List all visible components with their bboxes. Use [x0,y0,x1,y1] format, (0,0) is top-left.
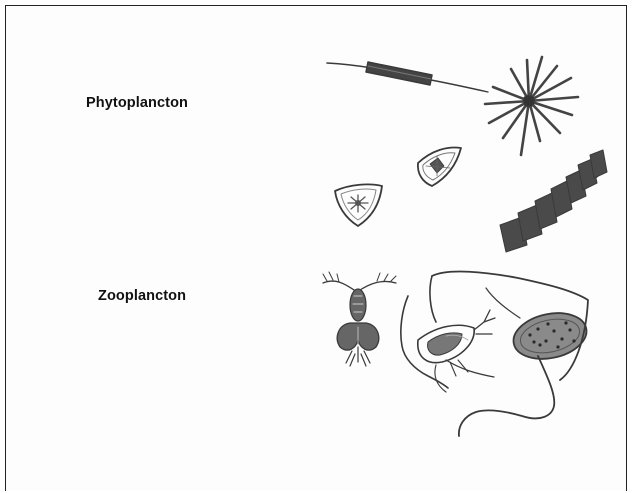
star-diatom-drawing [485,57,578,155]
chain-diatom-drawing [500,150,607,252]
larva-drawing [401,296,495,392]
copepod-drawing [323,272,396,366]
ciliate-drawing [430,272,591,436]
rod-diatom-drawing [327,62,488,92]
triangle-diatom-drawing [418,148,461,186]
triangle-diatom-drawing [335,184,382,226]
